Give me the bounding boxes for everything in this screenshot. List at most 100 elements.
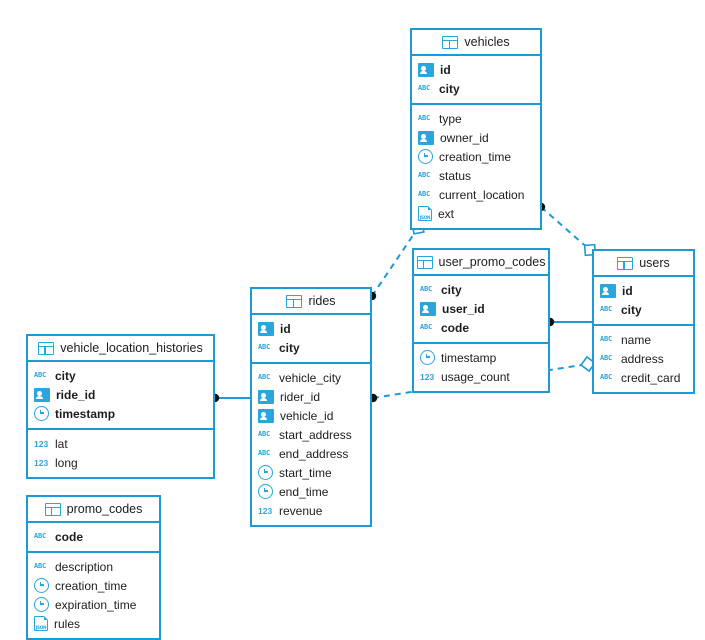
clock-icon — [34, 597, 49, 612]
column-label: city — [279, 340, 300, 355]
column-label: current_location — [439, 187, 525, 202]
column-row[interactable]: timestamp — [28, 404, 213, 423]
table-header[interactable]: vehicles — [412, 30, 540, 56]
table-header[interactable]: promo_codes — [28, 497, 159, 523]
relationship-vehicle_location_histories-to-rides[interactable] — [210, 393, 250, 403]
column-row[interactable]: ABC type — [412, 109, 540, 128]
column-row[interactable]: user_id — [414, 299, 548, 318]
column-row[interactable]: ride_id — [28, 385, 213, 404]
column-label: city — [55, 368, 76, 383]
column-label: timestamp — [441, 350, 497, 365]
column-label: city — [439, 81, 460, 96]
table-header[interactable]: users — [594, 251, 693, 277]
column-label: id — [622, 283, 633, 298]
column-label: type — [439, 111, 462, 126]
relationship-user_promo_codes-to-users[interactable] — [545, 317, 592, 327]
column-label: city — [621, 302, 642, 317]
id-key-icon — [258, 389, 274, 404]
column-row[interactable]: creation_time — [412, 147, 540, 166]
abc-text-icon: ABC — [34, 562, 47, 570]
column-label: ext — [438, 206, 455, 221]
number-icon: 123 — [258, 505, 273, 516]
column-row[interactable]: 123 long — [28, 453, 213, 472]
json-icon — [34, 616, 48, 631]
id-key-icon — [600, 283, 616, 298]
column-row[interactable]: ext — [412, 204, 540, 223]
column-row[interactable]: ABC city — [28, 366, 213, 385]
column-label: vehicle_city — [279, 370, 342, 385]
column-label: code — [441, 320, 470, 335]
column-row[interactable]: end_time — [252, 482, 370, 501]
id-key-icon — [34, 387, 50, 402]
table-grid-icon — [617, 256, 634, 270]
clock-icon — [258, 465, 273, 480]
column-label: lat — [55, 436, 68, 451]
column-row[interactable]: start_time — [252, 463, 370, 482]
table-header[interactable]: rides — [252, 289, 370, 315]
column-row[interactable]: rules — [28, 614, 159, 633]
column-label: timestamp — [55, 406, 116, 421]
column-label: id — [280, 321, 291, 336]
column-row[interactable]: vehicle_id — [252, 406, 370, 425]
abc-text-icon: ABC — [600, 373, 613, 381]
column-row[interactable]: id — [252, 319, 370, 338]
column-label: address — [621, 351, 664, 366]
column-row[interactable]: expiration_time — [28, 595, 159, 614]
column-label: id — [440, 62, 451, 77]
column-row[interactable]: ABC current_location — [412, 185, 540, 204]
abc-text-icon: ABC — [258, 449, 271, 457]
column-row[interactable]: creation_time — [28, 576, 159, 595]
id-key-icon — [418, 62, 434, 77]
abc-text-icon: ABC — [418, 114, 431, 122]
column-row[interactable]: ABC end_address — [252, 444, 370, 463]
table-grid-icon — [286, 294, 303, 308]
column-label: end_time — [279, 484, 329, 499]
column-row[interactable]: owner_id — [412, 128, 540, 147]
table-header[interactable]: vehicle_location_histories — [28, 336, 213, 362]
column-label: status — [439, 168, 472, 183]
column-label: ride_id — [56, 387, 96, 402]
abc-text-icon: ABC — [34, 371, 47, 379]
column-row[interactable]: timestamp — [414, 348, 548, 367]
column-row[interactable]: id — [594, 281, 693, 300]
column-row[interactable]: rider_id — [252, 387, 370, 406]
column-label: end_address — [279, 446, 349, 461]
id-key-icon — [420, 301, 436, 316]
table-grid-icon — [416, 255, 433, 269]
abc-text-icon: ABC — [418, 190, 431, 198]
column-label: long — [55, 455, 78, 470]
table-header[interactable]: user_promo_codes — [414, 250, 548, 276]
number-icon: 123 — [34, 457, 49, 468]
column-row[interactable]: id — [412, 60, 540, 79]
